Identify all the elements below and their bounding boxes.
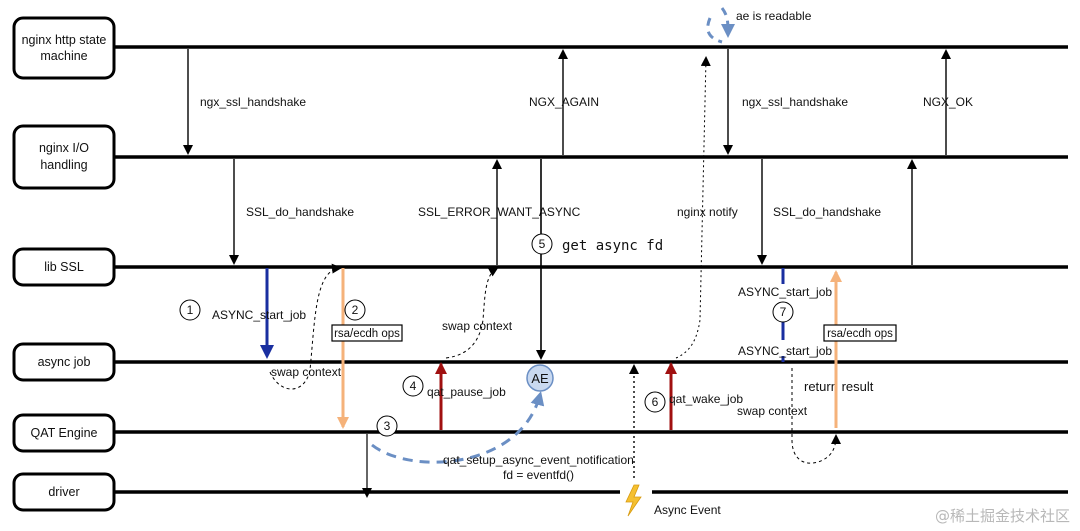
watermark: @稀土掘金技术社区 — [935, 507, 1070, 525]
step-2-circle: 2 — [344, 299, 366, 321]
lane-box-qat: QAT Engine — [12, 413, 116, 453]
lane-label-driver: driver — [48, 485, 79, 499]
dashed-blue-to-ae — [371, 391, 545, 464]
svg-text:2: 2 — [352, 303, 359, 317]
label-ssl-do-handshake-2: SSL_do_handshake — [773, 205, 881, 219]
svg-text:1: 1 — [187, 303, 194, 317]
svg-text:4: 4 — [410, 379, 417, 393]
step-6-circle: 6 — [644, 391, 666, 413]
label-ssl-error-want-async: SSL_ERROR_WANT_ASYNC — [418, 205, 581, 219]
box-rsa-ecdh-ops-2: rsa/ecdh ops — [823, 324, 897, 342]
label-async-start-job-bottom: ASYNC_start_job — [738, 344, 832, 358]
label-get-async-fd: get async fd — [562, 238, 663, 254]
svg-text:3: 3 — [384, 419, 391, 433]
lane-box-io: nginx I/O handling — [12, 124, 116, 190]
dashed-swap-context-2 — [445, 266, 499, 359]
svg-text:7: 7 — [780, 305, 787, 319]
label-qat-wake-job: qat_wake_job — [669, 392, 743, 406]
label-async-start-job-1: ASYNC_start_job — [212, 308, 306, 322]
label-swap-context-2: swap context — [442, 319, 513, 333]
label-async-start-job-top: ASYNC_start_job — [738, 285, 832, 299]
label-qat-setup-1: qat_setup_async_event_notification — [443, 453, 634, 467]
step-1-circle: 1 — [179, 299, 201, 321]
step-7-circle: 7 — [772, 301, 794, 323]
lane-label-qat: QAT Engine — [31, 426, 98, 440]
step-4-circle: 4 — [402, 375, 424, 397]
label-ngx-ssl-handshake-1: ngx_ssl_handshake — [200, 95, 306, 109]
dashed-ae-readable-right — [720, 7, 735, 38]
lane-label-http-2: machine — [40, 49, 87, 63]
label-nginx-notify: nginx notify — [677, 205, 738, 219]
svg-text:AE: AE — [531, 371, 549, 386]
step-3-circle: 3 — [376, 415, 398, 437]
ae-node: AE — [526, 364, 554, 392]
label-swap-context-1: swap context — [271, 365, 342, 379]
svg-text:rsa/ecdh ops: rsa/ecdh ops — [334, 328, 400, 340]
svg-text:6: 6 — [652, 395, 659, 409]
lane-label-http-1: nginx http state — [22, 33, 107, 47]
lane-label-asyncjob: async job — [38, 355, 91, 369]
box-rsa-ecdh-ops-1: rsa/ecdh ops — [331, 324, 403, 342]
label-qat-pause-job: qat_pause_job — [427, 385, 506, 399]
lightning-bolt-icon — [625, 484, 642, 517]
label-ngx-ok: NGX_OK — [923, 95, 973, 109]
label-async-event: Async Event — [654, 503, 721, 517]
label-swap-context-3: swap context — [737, 404, 808, 418]
label-ssl-do-handshake-1: SSL_do_handshake — [246, 205, 354, 219]
step-5-circle: 5 — [531, 233, 553, 255]
svg-text:rsa/ecdh ops: rsa/ecdh ops — [827, 328, 893, 340]
label-ae-readable: ae is readable — [736, 9, 812, 23]
lane-label-io-1: nginx I/O — [39, 141, 89, 155]
dashed-swap-context-1 — [269, 263, 342, 390]
label-ngx-ssl-handshake-2: ngx_ssl_handshake — [742, 95, 848, 109]
svg-text:5: 5 — [539, 237, 546, 251]
lane-label-io-2: handling — [40, 158, 87, 172]
dashed-ae-readable-left — [706, 17, 723, 44]
label-return-result: return result — [804, 379, 874, 394]
lane-box-libssl: lib SSL — [12, 247, 116, 287]
label-ngx-again: NGX_AGAIN — [529, 95, 599, 109]
lane-box-http: nginx http state machine — [12, 16, 116, 80]
lane-box-asyncjob: async job — [12, 342, 116, 382]
label-qat-setup-2: fd = eventfd() — [503, 468, 574, 482]
lane-box-driver: driver — [12, 472, 116, 512]
lane-label-libssl: lib SSL — [44, 260, 84, 274]
